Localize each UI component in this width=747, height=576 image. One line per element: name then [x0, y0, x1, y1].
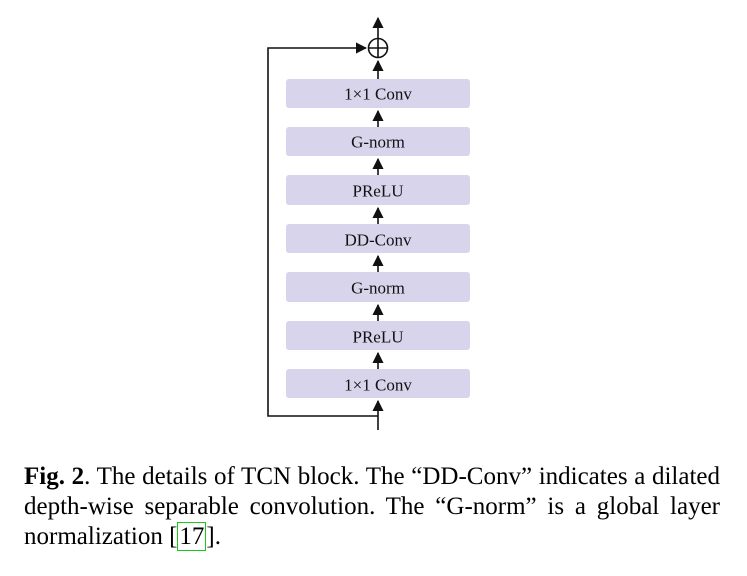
citation-open: [ [169, 523, 178, 550]
block-1x1-conv-top: 1×1 Conv [286, 79, 470, 108]
block-g-norm-bottom: G-norm [286, 272, 470, 302]
residual-connection-line [267, 42, 378, 417]
figure-label: Fig. 2 [24, 463, 85, 490]
block-label: 1×1 Conv [344, 85, 412, 104]
citation-link[interactable]: 17 [177, 522, 207, 551]
block-dd-conv: DD-Conv [286, 224, 470, 253]
block-1x1-conv-bottom: 1×1 Conv [286, 369, 470, 398]
caption-end: . [214, 523, 221, 550]
caption-text: . The details of TCN block. The “DD-Conv… [24, 463, 720, 550]
tcn-block-diagram: 1×1 Conv G-norm PReLU DD-Conv G-norm PRe… [267, 16, 470, 430]
block-label: G-norm [351, 279, 405, 298]
block-label: DD-Conv [344, 231, 412, 250]
block-label: 1×1 Conv [344, 376, 412, 395]
figure-caption: Fig. 2. The details of TCN block. The “D… [24, 462, 720, 552]
sum-node-icon [367, 37, 389, 59]
block-g-norm-top: G-norm [286, 127, 470, 156]
block-prelu-bottom: PReLU [286, 321, 470, 350]
citation-close: ] [206, 523, 215, 550]
block-label: G-norm [351, 133, 405, 152]
block-label: PReLU [353, 182, 404, 201]
block-prelu-top: PReLU [286, 175, 470, 205]
block-label: PReLU [353, 328, 404, 347]
